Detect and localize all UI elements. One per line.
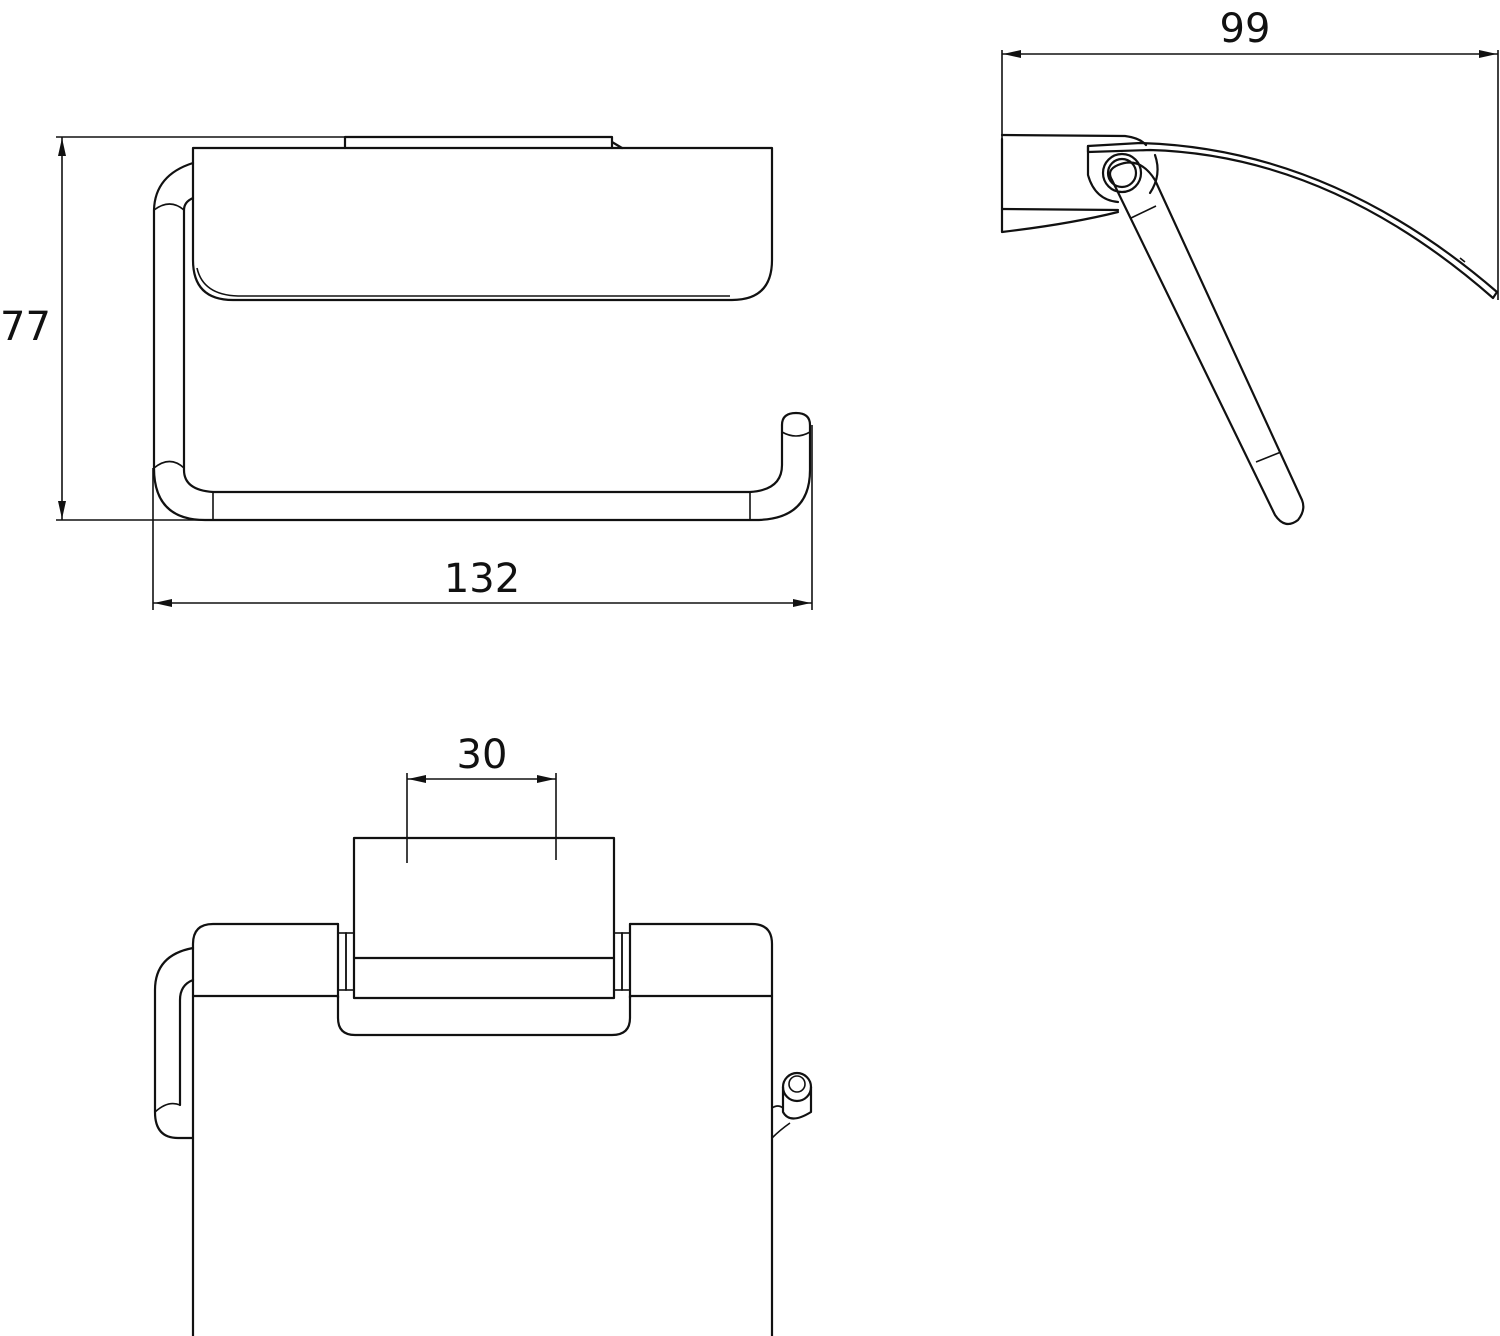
cover-plate xyxy=(191,146,774,302)
dimension-label-depth: 99 xyxy=(1220,6,1271,52)
dimension-label-width: 132 xyxy=(444,556,520,602)
dimension-width: 132 xyxy=(152,425,813,610)
dimension-height: 77 xyxy=(0,136,345,521)
dimension-label-height: 77 xyxy=(0,304,51,350)
holder-arm xyxy=(152,161,812,522)
front-view: 77 132 xyxy=(0,135,813,610)
side-cover xyxy=(1086,141,1499,300)
top-cover xyxy=(191,922,774,1336)
top-view: 30 xyxy=(153,732,813,1336)
dimension-mount-width: 30 xyxy=(406,732,557,863)
side-view: 99 xyxy=(1000,6,1499,526)
side-arm xyxy=(1108,161,1305,526)
dimension-depth: 99 xyxy=(1001,6,1499,300)
dimension-label-mount-width: 30 xyxy=(457,732,508,778)
